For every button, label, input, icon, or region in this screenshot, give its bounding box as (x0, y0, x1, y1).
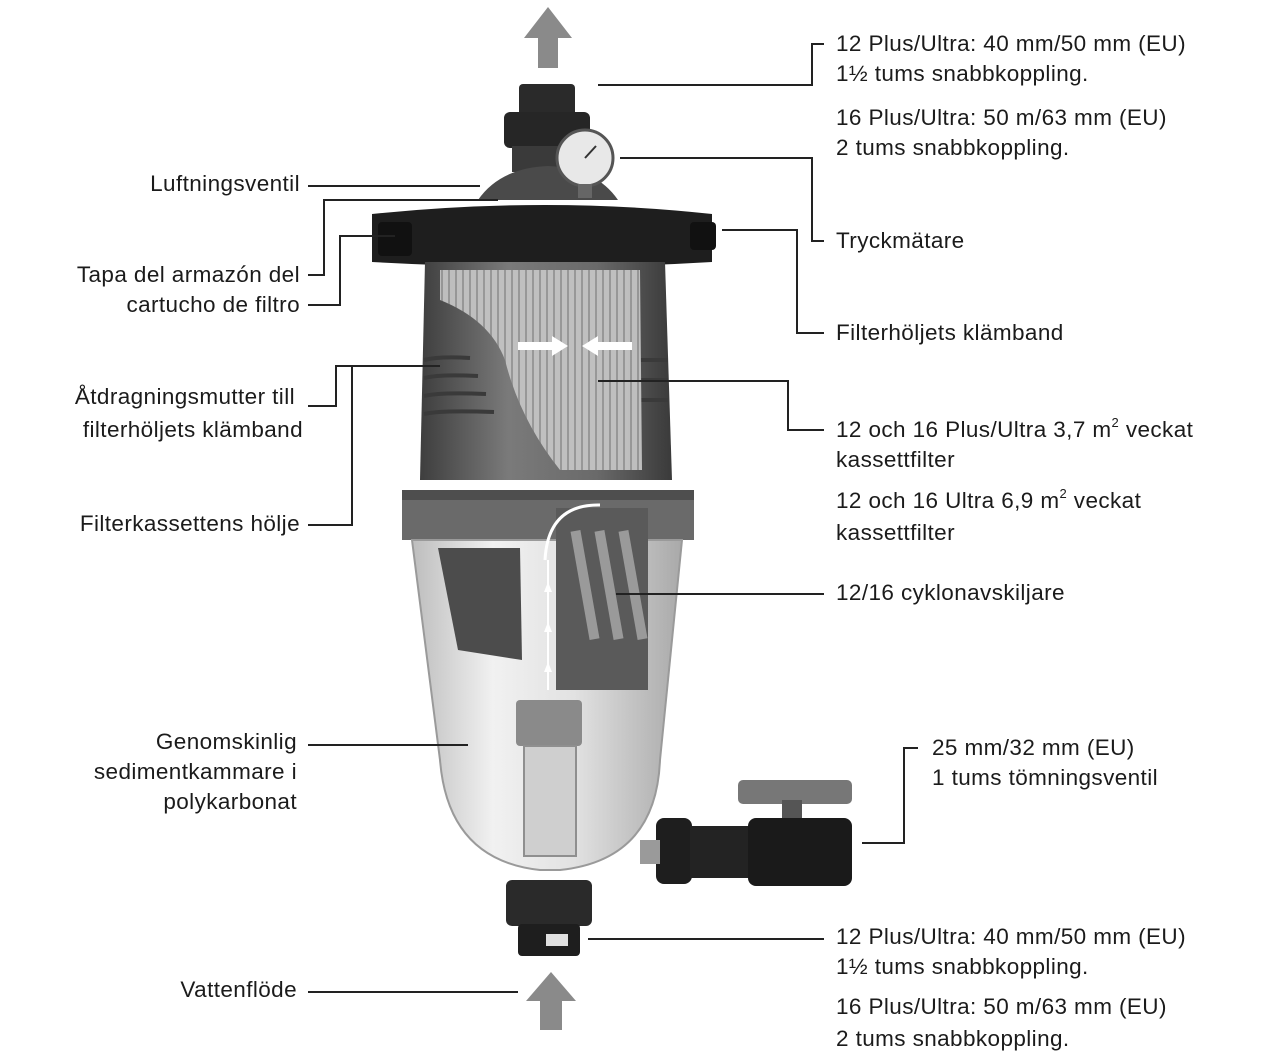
lid-label-line1: Tapa del armazón del (76, 262, 300, 287)
drain-valve (640, 780, 852, 886)
inlet-label-line1: 12 Plus/Ultra: 40 mm/50 mm (EU) (836, 924, 1186, 949)
inlet-tube (523, 745, 577, 857)
drain-label-line2: 1 tums tömningsventil (932, 765, 1158, 790)
cartridge-3-7-label-line2: kassettfilter (836, 447, 955, 472)
housing-label: Filterkassettens hölje (79, 511, 300, 536)
inlet-fitting (506, 880, 592, 956)
outlet-label-line3: 16 Plus/Ultra: 50 m/63 mm (EU) (836, 105, 1167, 130)
inlet-label-line3: 16 Plus/Ultra: 50 m/63 mm (EU) (836, 994, 1167, 1019)
bowl-baffle (438, 548, 522, 660)
clamp-band-label: Filterhöljets klämband (836, 320, 1064, 345)
cyclone-label: 12/16 cyklonavskiljare (836, 580, 1065, 605)
outlet-label-line2: 1½ tums snabbkoppling. (836, 61, 1089, 86)
outlet-label-line1: 12 Plus/Ultra: 40 mm/50 mm (EU) (836, 31, 1186, 56)
cartridge-6-9-label: 12 och 16 Ultra 6,9 m2 veckat (836, 485, 1142, 514)
sediment-label-line2: sedimentkammare i (93, 759, 297, 784)
inlet-label-line2: 1½ tums snabbkoppling. (836, 954, 1089, 979)
pressure-gauge-icon (555, 128, 615, 198)
pleated-cartridge (440, 270, 642, 470)
lid-label-line2: cartucho de filtro (126, 292, 300, 317)
air-valve-label: Luftningsventil (150, 171, 300, 196)
nut-label-line2: filterhöljets klämband (82, 417, 303, 442)
cartridge-6-9-label-line2: kassettfilter (836, 520, 955, 545)
cartridge-3-7-label: 12 och 16 Plus/Ultra 3,7 m2 veckat (836, 414, 1194, 443)
drain-label-line1: 25 mm/32 mm (EU) (932, 735, 1135, 760)
outflow-arrow-icon (524, 7, 572, 68)
clamp-latch (690, 222, 716, 250)
inward-flow-arrows-icon (518, 336, 632, 356)
standpipe (516, 700, 582, 746)
water-flow-label: Vattenflöde (180, 977, 297, 1002)
pressure-gauge-label: Tryckmätare (836, 228, 965, 253)
outlet-label-line4: 2 tums snabbkoppling. (836, 135, 1070, 160)
sediment-label-line1: Genomskinlig (155, 729, 297, 754)
inlet-label-line4: 2 tums snabbkoppling. (836, 1026, 1070, 1051)
lid-latch (378, 222, 412, 256)
clamp-ring (372, 205, 712, 267)
nut-label-line1: Åtdragningsmutter till (74, 384, 295, 409)
cyclone-separator (543, 503, 648, 690)
leader-lines (308, 43, 918, 993)
inflow-arrow-icon (526, 972, 576, 1030)
sediment-label-line3: polykarbonat (163, 789, 297, 814)
